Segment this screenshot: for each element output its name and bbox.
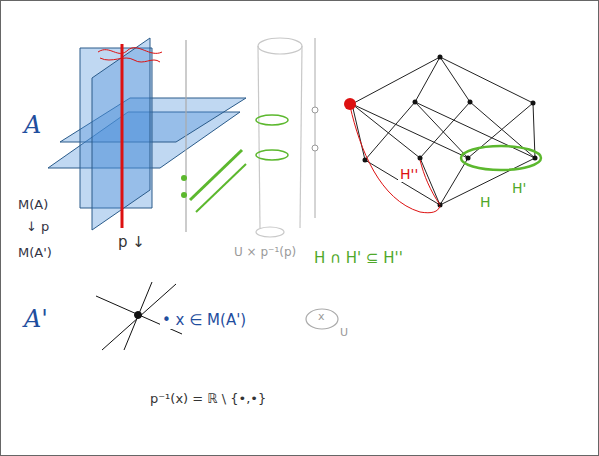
intersection-poset: [344, 55, 538, 208]
plane: [92, 38, 150, 230]
poset-edge: [352, 57, 440, 104]
label: A': [22, 306, 50, 334]
green-loop: [256, 115, 288, 125]
red-scribble: [98, 48, 162, 54]
poset-edge: [352, 104, 468, 158]
label: U × p⁻¹(p): [232, 246, 298, 260]
label: H'': [398, 166, 420, 182]
line: [124, 282, 152, 350]
label: M(A): [16, 198, 50, 213]
red-path: [350, 106, 440, 213]
poset-edge: [365, 102, 415, 160]
poset-edge: [440, 57, 470, 102]
poset-vertex: [531, 101, 536, 106]
red-scribble: [100, 58, 160, 62]
green-loop: [256, 150, 288, 160]
label: M(A'): [16, 246, 54, 261]
label: H: [478, 194, 493, 210]
neighbourhood: [306, 309, 338, 329]
poset-vertex: [418, 156, 423, 161]
poset-vertex: [533, 156, 538, 161]
label: U: [338, 327, 350, 340]
green-dot: [181, 192, 187, 198]
poset-edge: [415, 102, 468, 158]
intersection-line: [121, 44, 124, 228]
poset-edge: [440, 57, 533, 103]
puncture: [312, 145, 318, 151]
poset-edge: [365, 160, 440, 205]
tube-end: [256, 227, 284, 237]
poset-vertex: [466, 156, 471, 161]
label: ↓ p: [24, 220, 51, 235]
plane-arrangement: [48, 38, 246, 230]
poset-edge: [420, 158, 440, 205]
label: A: [22, 112, 43, 140]
tube-end: [258, 38, 302, 54]
label: • x ∈ M(A'): [160, 312, 248, 329]
intersection-point: [135, 312, 142, 319]
label: H ∩ H' ⊆ H'': [312, 250, 405, 267]
fiber-line: [315, 38, 316, 218]
label: x: [316, 311, 327, 324]
tube: [256, 38, 302, 237]
poset-edge: [420, 102, 470, 158]
tube-side: [300, 46, 302, 228]
label: p⁻¹(x) = ℝ \ {•,•}: [148, 392, 268, 407]
green-dot: [181, 175, 187, 181]
tube-side: [258, 46, 260, 228]
fiber-line: [185, 40, 186, 232]
label: H': [510, 180, 528, 196]
poset-vertex: [438, 55, 443, 60]
poset-vertex: [468, 100, 473, 105]
label: p ↓: [116, 234, 147, 251]
poset-edge: [415, 57, 440, 102]
puncture: [312, 107, 318, 113]
green-stroke: [196, 164, 246, 212]
poset-edge: [468, 103, 533, 158]
poset-vertex: [413, 100, 418, 105]
green-ellipse: [461, 146, 541, 170]
